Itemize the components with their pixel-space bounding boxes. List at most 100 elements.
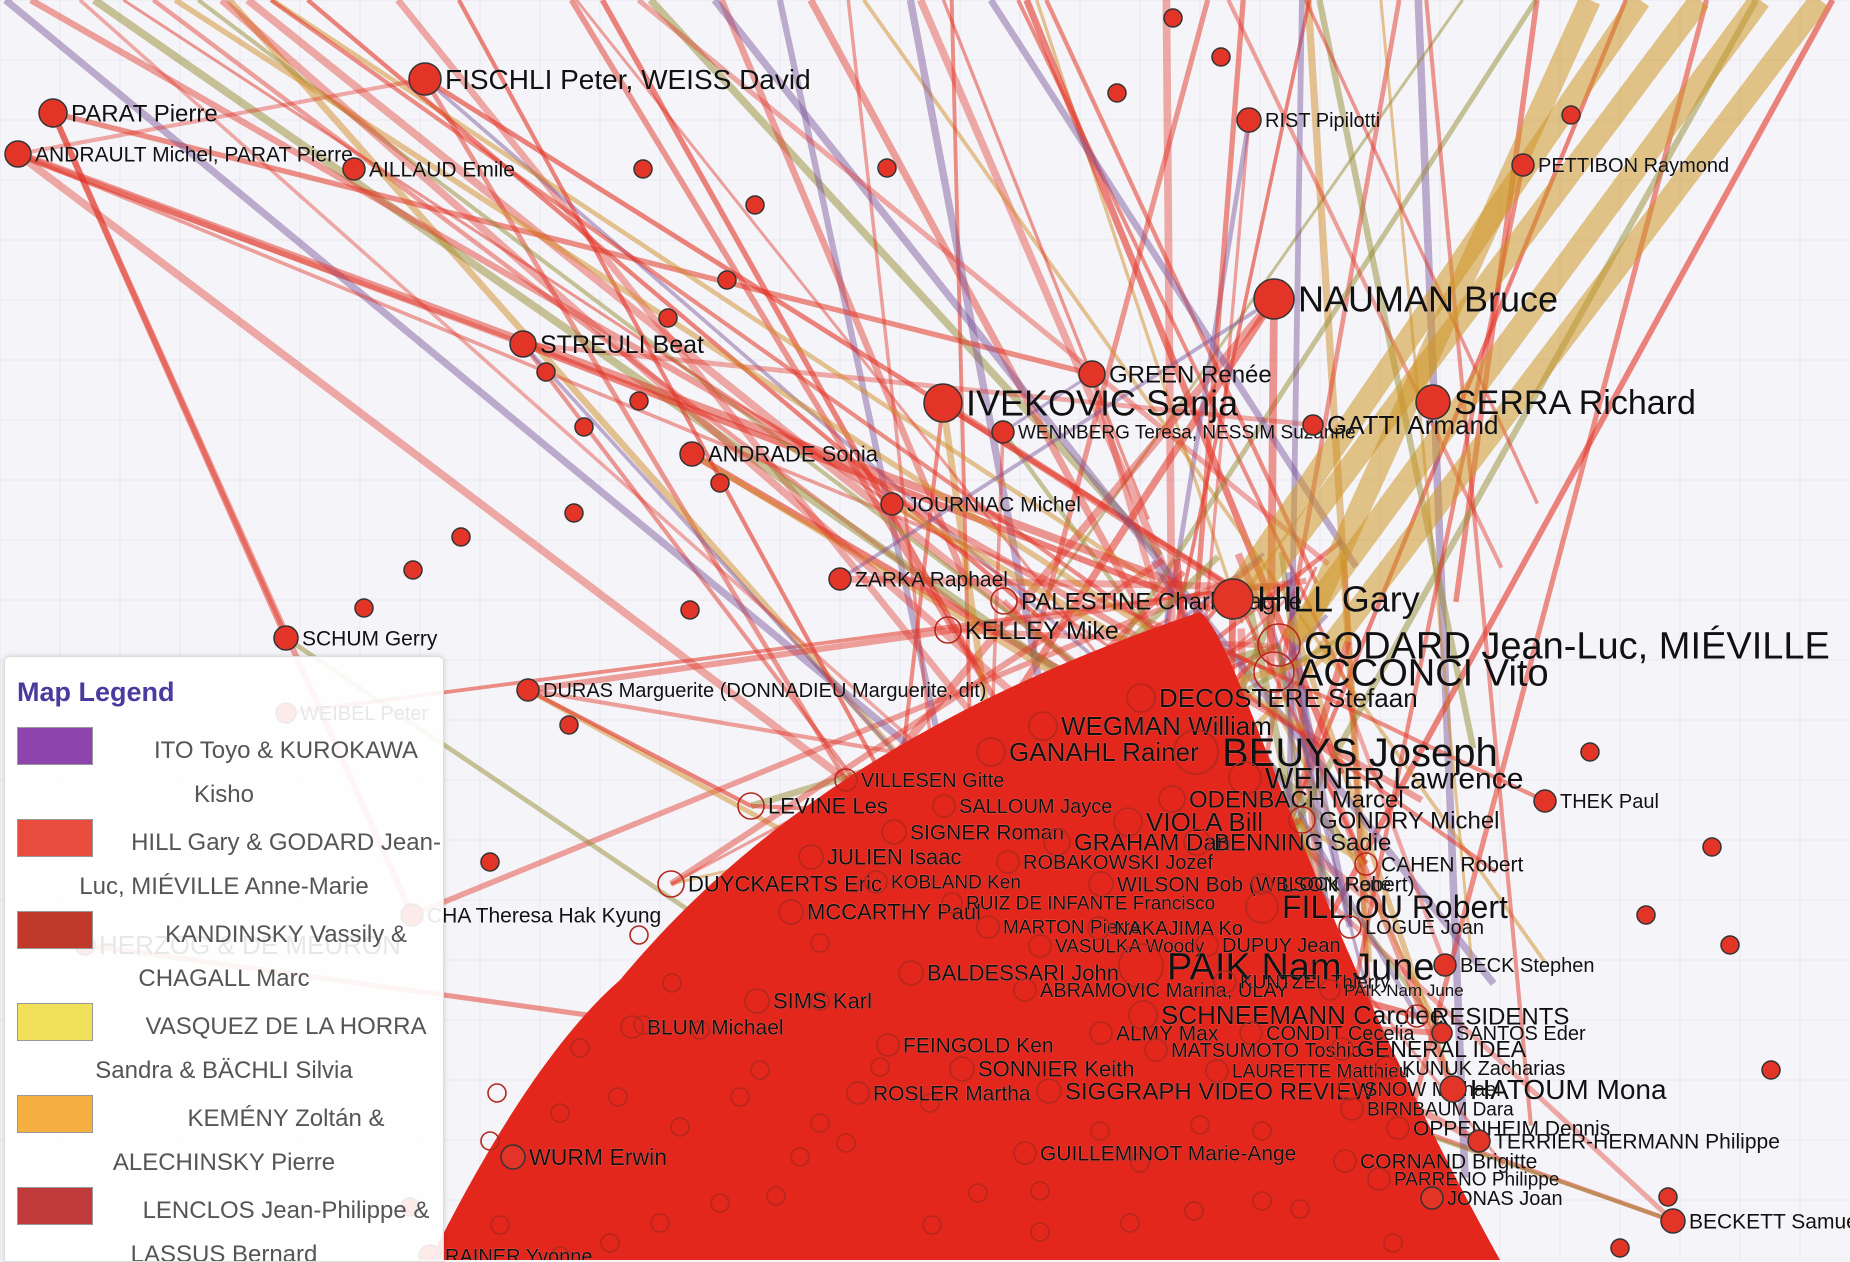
graph-node-unlabeled[interactable] bbox=[608, 1087, 628, 1107]
graph-node[interactable]: BIRNBAUM Dara bbox=[1340, 1097, 1514, 1121]
graph-node[interactable]: ACCONCI Vito bbox=[1253, 651, 1549, 695]
graph-node[interactable]: IVEKOVIC Sanja bbox=[923, 382, 1239, 424]
node-marker[interactable] bbox=[509, 330, 537, 358]
graph-node-unlabeled[interactable] bbox=[633, 159, 653, 179]
graph-node[interactable]: VILLESEN Gitte bbox=[834, 768, 1005, 792]
node-marker[interactable] bbox=[1043, 828, 1071, 856]
node-marker[interactable] bbox=[679, 441, 705, 467]
legend-item[interactable]: KANDINSKY Vassily & CHAGALL Marc bbox=[5, 911, 443, 1003]
graph-node[interactable]: GATTI Armand bbox=[1302, 410, 1499, 440]
graph-node[interactable]: STREULI Beat bbox=[509, 330, 704, 359]
graph-node[interactable]: GRAHAM Dan bbox=[1043, 828, 1230, 857]
graph-node[interactable]: FEINGOLD Ken bbox=[876, 1033, 1054, 1058]
node-marker[interactable] bbox=[1036, 1078, 1062, 1104]
node-marker[interactable] bbox=[1183, 828, 1211, 856]
graph-node[interactable]: GODARD Jean-Luc, MIÉVILLE bbox=[1257, 623, 1830, 668]
graph-node[interactable]: DUYCKAERTS Eric bbox=[657, 870, 882, 898]
graph-node-unlabeled[interactable] bbox=[1184, 1201, 1204, 1221]
node-marker[interactable] bbox=[881, 819, 907, 845]
node-marker[interactable] bbox=[1375, 1056, 1399, 1080]
graph-node-unlabeled[interactable] bbox=[480, 1131, 500, 1151]
legend-item[interactable]: LENCLOS Jean-Philippe & LASSUS Bernard bbox=[5, 1187, 443, 1261]
node-marker[interactable] bbox=[1431, 1022, 1453, 1044]
node-marker[interactable] bbox=[1337, 1077, 1361, 1101]
node-marker[interactable] bbox=[1433, 953, 1457, 977]
graph-node[interactable]: SONNIER Keith bbox=[949, 1056, 1135, 1082]
graph-node[interactable]: ZARKA Raphael bbox=[828, 567, 1008, 592]
node-marker[interactable] bbox=[1288, 806, 1316, 834]
graph-node-unlabeled[interactable] bbox=[354, 598, 374, 618]
graph-node-unlabeled[interactable] bbox=[633, 1015, 653, 1035]
graph-node[interactable]: ANDRADE Sonia bbox=[679, 441, 879, 467]
graph-node-unlabeled[interactable] bbox=[730, 1087, 750, 1107]
graph-node[interactable]: ROBAKOWSKI Jozef bbox=[996, 850, 1214, 874]
node-marker[interactable] bbox=[1173, 729, 1219, 775]
node-marker[interactable] bbox=[408, 62, 442, 96]
graph-node[interactable]: DECOSTERE Stefaan bbox=[1126, 683, 1418, 713]
node-marker[interactable] bbox=[1439, 1075, 1467, 1103]
graph-node[interactable]: ROSLER Martha bbox=[846, 1081, 1031, 1106]
graph-node[interactable]: CAHEN Robert bbox=[1354, 852, 1524, 877]
graph-node-unlabeled[interactable] bbox=[810, 991, 830, 1011]
node-marker[interactable] bbox=[1158, 785, 1186, 813]
node-marker[interactable] bbox=[1319, 979, 1341, 1001]
graph-node[interactable]: WENNBERG Teresa, NESSIM Suzanne bbox=[991, 420, 1356, 444]
graph-node-unlabeled[interactable] bbox=[1561, 105, 1581, 125]
node-marker[interactable] bbox=[976, 915, 1000, 939]
graph-node[interactable]: KOBLAND Ken bbox=[864, 870, 1021, 894]
graph-node[interactable]: LAURETTE Matthieu bbox=[1205, 1059, 1410, 1083]
graph-node-unlabeled[interactable] bbox=[1090, 1121, 1110, 1141]
graph-node-unlabeled[interactable] bbox=[710, 473, 730, 493]
graph-node[interactable]: ANDRAULT Michel, PARAT Pierre bbox=[4, 140, 353, 168]
node-marker[interactable] bbox=[1354, 852, 1378, 876]
graph-node-unlabeled[interactable] bbox=[766, 1186, 786, 1206]
node-marker[interactable] bbox=[737, 792, 765, 820]
node-marker[interactable] bbox=[1338, 915, 1362, 939]
graph-node-unlabeled[interactable] bbox=[1658, 1187, 1678, 1207]
graph-node-unlabeled[interactable] bbox=[745, 195, 765, 215]
node-marker[interactable] bbox=[1330, 1037, 1354, 1061]
graph-node-unlabeled[interactable] bbox=[1163, 8, 1183, 28]
node-marker[interactable] bbox=[1228, 761, 1262, 795]
graph-node-unlabeled[interactable] bbox=[570, 1038, 590, 1058]
graph-node[interactable]: LEVINE Les bbox=[737, 792, 888, 820]
node-marker[interactable] bbox=[1253, 278, 1295, 320]
graph-node-unlabeled[interactable] bbox=[1030, 1181, 1050, 1201]
legend-item[interactable]: HILL Gary & GODARD Jean-Luc, MIÉVILLE An… bbox=[5, 819, 443, 911]
graph-node-unlabeled[interactable] bbox=[559, 715, 579, 735]
node-marker[interactable] bbox=[1302, 414, 1324, 436]
graph-node-unlabeled[interactable] bbox=[670, 1117, 690, 1137]
node-marker[interactable] bbox=[1128, 1000, 1158, 1030]
graph-node-unlabeled[interactable] bbox=[650, 1213, 670, 1233]
graph-node[interactable]: BEUYS Joseph bbox=[1173, 729, 1498, 775]
graph-node-unlabeled[interactable] bbox=[550, 1103, 570, 1123]
node-marker[interactable] bbox=[1013, 978, 1037, 1002]
graph-node[interactable]: AILLAUD Emile bbox=[342, 157, 515, 182]
node-marker[interactable] bbox=[1126, 683, 1156, 713]
graph-node-unlabeled[interactable] bbox=[1383, 1233, 1403, 1253]
graph-node[interactable]: CORNAND Brigitte bbox=[1333, 1149, 1538, 1174]
graph-node-unlabeled[interactable] bbox=[810, 933, 830, 953]
graph-node[interactable]: WEGMAN William bbox=[1028, 711, 1272, 741]
graph-node-unlabeled[interactable] bbox=[629, 391, 649, 411]
graph-node-unlabeled[interactable] bbox=[920, 1093, 940, 1113]
node-marker[interactable] bbox=[1386, 1116, 1410, 1140]
graph-node-unlabeled[interactable] bbox=[1636, 905, 1656, 925]
graph-node-unlabeled[interactable] bbox=[710, 1193, 730, 1213]
graph-node-unlabeled[interactable] bbox=[487, 1083, 507, 1103]
graph-node[interactable]: SANTOS Eder bbox=[1431, 1022, 1586, 1045]
graph-node[interactable]: SIGNER Roman bbox=[881, 819, 1064, 845]
graph-node[interactable]: PETTIBON Raymond bbox=[1511, 153, 1729, 177]
node-marker[interactable] bbox=[38, 98, 68, 128]
graph-node[interactable]: PARRENO Philippe bbox=[1367, 1167, 1560, 1191]
graph-node-unlabeled[interactable] bbox=[403, 560, 423, 580]
graph-node[interactable]: WURM Erwin bbox=[500, 1144, 667, 1170]
node-marker[interactable] bbox=[1467, 1129, 1491, 1153]
graph-node-unlabeled[interactable] bbox=[1610, 1238, 1630, 1258]
node-marker[interactable] bbox=[500, 1144, 526, 1170]
node-marker[interactable] bbox=[1340, 1097, 1364, 1121]
node-marker[interactable] bbox=[834, 768, 858, 792]
graph-node-unlabeled[interactable] bbox=[810, 1113, 830, 1133]
node-marker[interactable] bbox=[949, 1056, 975, 1082]
graph-node[interactable]: JULIEN Isaac bbox=[798, 844, 962, 870]
